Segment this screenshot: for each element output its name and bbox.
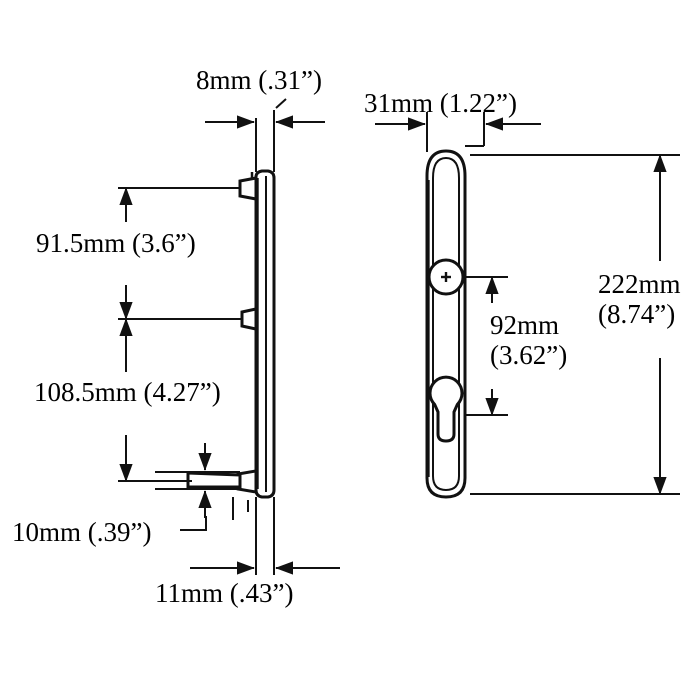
spindle-bar xyxy=(186,471,242,489)
dimension-label-upper-91-5mm: 91.5mm (3.6”) xyxy=(36,228,196,258)
dimension-label-centers-92mm-line2: (3.62”) xyxy=(490,340,568,371)
dimension-label-lower-108-5mm: 108.5mm (4.27”) xyxy=(34,377,221,407)
leader-10mm xyxy=(180,516,207,531)
dimension-label-overall-222mm-line2: (8.74”) xyxy=(598,299,676,330)
faceplate-inner-outline xyxy=(432,156,460,492)
leader-tick-8mm xyxy=(275,98,287,109)
side-profile-view xyxy=(118,98,340,575)
front-face-view xyxy=(375,112,680,499)
middle-boss xyxy=(240,307,258,331)
keyhole-outline xyxy=(428,375,464,443)
dimension-label-centers-92mm: 92mm (3.62”) xyxy=(490,310,610,370)
dimension-label-centers-92mm-line1: 92mm xyxy=(490,310,560,340)
dimension-label-width-31mm: 31mm (1.22”) xyxy=(364,88,517,118)
dimension-label-thickness-8mm: 8mm (.31”) xyxy=(196,65,322,95)
dimension-label-overall-222mm-line1: 222mm xyxy=(598,269,681,299)
top-boss xyxy=(238,176,258,201)
dimension-label-bar-10mm: 10mm (.39”) xyxy=(12,517,152,547)
dimension-label-overall-222mm: 222mm (8.74”) xyxy=(598,269,698,329)
dimension-label-base-11mm: 11mm (.43”) xyxy=(155,578,294,608)
